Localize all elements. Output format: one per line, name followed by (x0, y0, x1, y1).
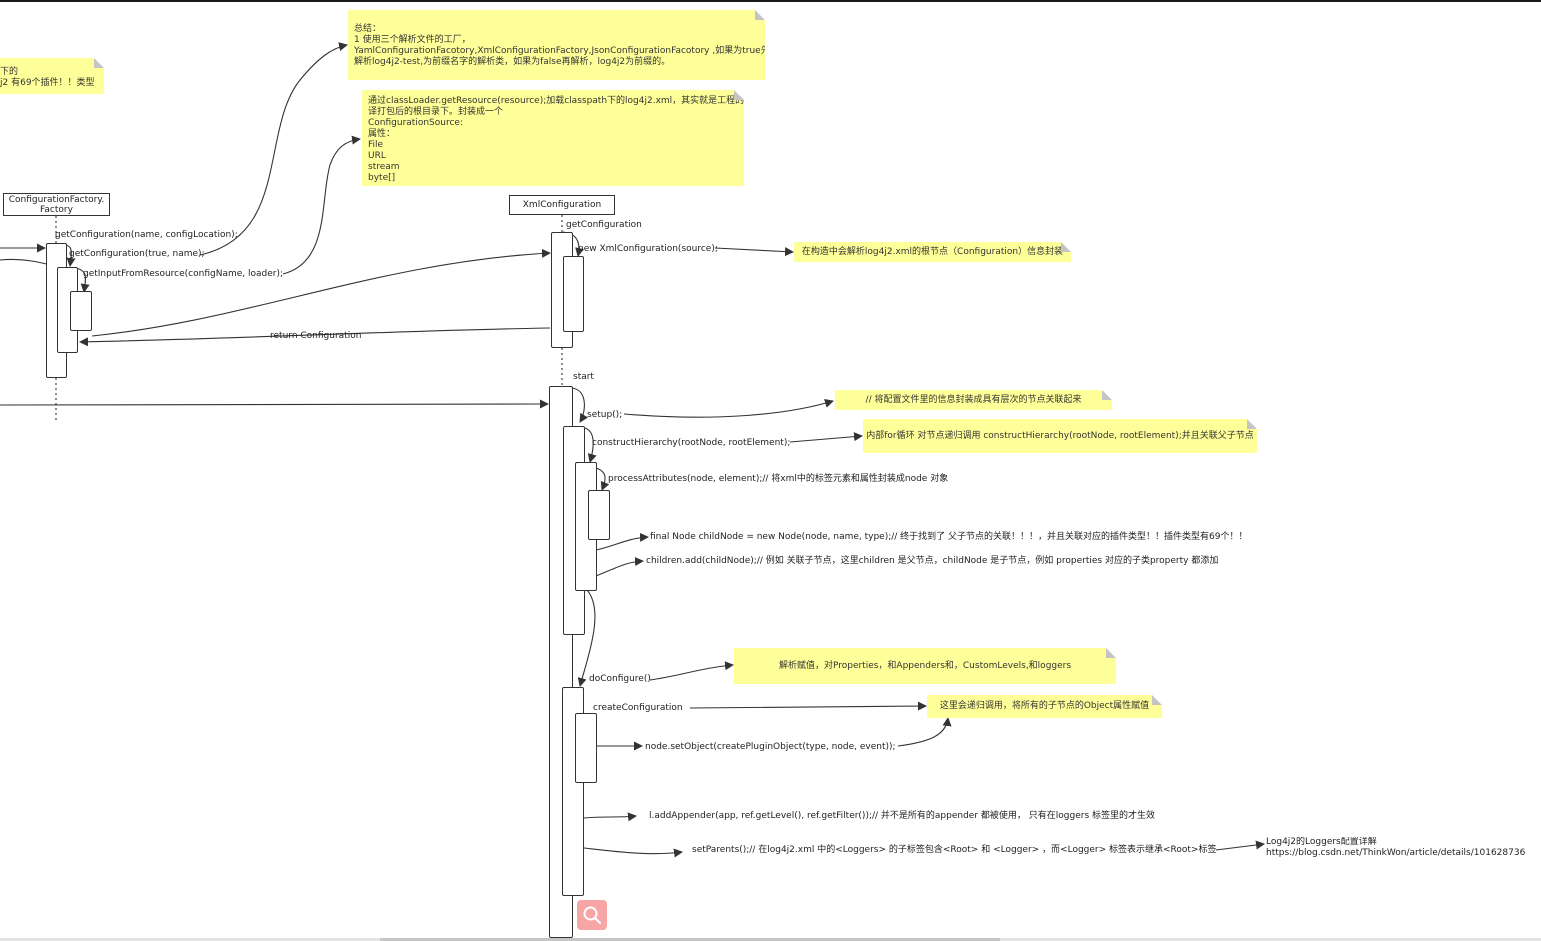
arrow-start (571, 387, 588, 423)
arrow-recursive (897, 717, 952, 747)
arrow-construct (584, 427, 597, 463)
arrow-to-recursive-note (689, 701, 927, 711)
activation-xml-new (563, 256, 584, 332)
note-line: File (368, 140, 384, 150)
arrow-to-hierarchy-note (789, 432, 863, 443)
note-recursive: 这里会递归调用，将所有的子节点的Object属性赋值 (927, 695, 1162, 718)
msg-start: start (573, 372, 594, 382)
arrow-set-parents (583, 847, 683, 858)
reference-block: Log4j2的Loggers配置详解 https://blog.csdn.net… (1266, 837, 1538, 859)
arrow-do-configure (577, 589, 596, 687)
note-xml-root: 在构造中会解析log4j2.xml的根节点（Configuration）信息封装 (794, 242, 1071, 262)
note-line: byte[] (368, 173, 396, 183)
note-line: 属性： (368, 129, 396, 139)
top-border (0, 0, 1541, 2)
note-text: 解析赋值，对Properties，和Appenders和，CustomLevel… (778, 660, 1072, 671)
arrow-return (79, 327, 551, 347)
note-text: 内部for循环 对节点递归调用 constructHierarchy(rootN… (866, 430, 1254, 441)
note-line: 总结： (354, 24, 382, 34)
note-line: URL (368, 151, 386, 161)
msg-do-configure: doConfigure() (589, 674, 651, 684)
note-line: YamlConfigurationFacotory,XmlConfigurati… (354, 46, 765, 56)
msg-construct-hierarchy: constructHierarchy(rootNode, rootElement… (592, 438, 791, 448)
note-text: 在构造中会解析log4j2.xml的根节点（Configuration）信息封装 (801, 246, 1064, 257)
msg-get-input-from-resource: getInputFromResource(configName, loader)… (83, 269, 283, 279)
note-line: j2 有69个插件！！类型 (0, 78, 95, 88)
arrow-process (595, 467, 610, 491)
arrow-add-appender (583, 812, 637, 822)
note-line: ConfigurationSource: (368, 118, 463, 128)
note-line: 通过classLoader.getResource(resource);加载cl… (368, 96, 744, 106)
msg-setup: setup(); (587, 410, 623, 420)
msg-set-parents: setParents();// 在log4j2.xml 中的<Loggers> … (692, 845, 1217, 855)
note-left-partial: 下的 j2 有69个插件！！类型 (0, 58, 104, 94)
arrow-to-configure-note (649, 661, 734, 681)
note-resource: 通过classLoader.getResource(resource);加载cl… (362, 90, 744, 186)
activation-factory-inner (70, 291, 92, 331)
msg-new-xml-configuration: new XmlConfiguration(source); (578, 244, 718, 254)
arrow-get-configuration (91, 248, 551, 337)
arrow-to-summary (199, 42, 348, 256)
note-line: 译打包后的根目录下。封装成一个 (368, 107, 504, 117)
activation-process (588, 490, 610, 540)
lifeline-head-factory[interactable]: ConfigurationFactory. Factory (3, 193, 110, 216)
msg-add-appender: l.addAppender(app, ref.getLevel(), ref.g… (649, 811, 1155, 821)
horizontal-scrollbar-thumb[interactable] (380, 938, 1000, 941)
note-line: 下的 (0, 67, 19, 77)
note-hierarchy: 内部for循环 对节点递归调用 constructHierarchy(rootN… (863, 419, 1257, 453)
search-icon (583, 906, 602, 925)
msg-child-node: final Node childNode = new Node(node, na… (650, 532, 1248, 542)
note-line: 1 使用三个解析文件的工厂， (354, 35, 471, 45)
search-button[interactable] (577, 900, 607, 930)
arrow-child-node (595, 532, 649, 551)
lifeline-head-xml-configuration[interactable]: XmlConfiguration (509, 195, 615, 215)
activation-create-configuration (575, 713, 597, 783)
note-text: // 将配置文件里的信息封装成具有层次的节点关联起来 (865, 394, 1082, 405)
arrow-to-resource (282, 135, 361, 275)
msg-create-configuration: createConfiguration (593, 703, 683, 713)
msg-process-attributes: processAttributes(node, element);// 将xml… (608, 474, 949, 484)
note-summary: 总结： 1 使用三个解析文件的工厂， YamlConfigurationFaco… (348, 10, 765, 80)
arrow-children-add (595, 556, 644, 577)
msg-return-configuration: return Configuration (270, 331, 362, 341)
msg-get-configuration-true: getConfiguration(true, name); (69, 249, 205, 259)
arrow-in-start (0, 399, 549, 409)
msg-children-add: children.add(childNode);// 例如 关联子节点，这里ch… (646, 556, 1219, 566)
msg-get-configuration: getConfiguration (566, 220, 642, 230)
arrow-to-root-note (714, 247, 794, 257)
arrow-to-setup-note (623, 399, 834, 418)
note-line: 解析log4j2-test,为前缀名字的解析类，如果为false再解析，log4… (354, 57, 671, 67)
reference-title: Log4j2的Loggers配置详解 (1266, 837, 1377, 847)
note-text: 这里会递归调用，将所有的子节点的Object属性赋值 (939, 701, 1150, 711)
reference-url[interactable]: https://blog.csdn.net/ThinkWon/article/d… (1266, 848, 1526, 858)
note-line: stream (368, 162, 400, 172)
note-setup: // 将配置文件里的信息封装成具有层次的节点关联起来 (835, 390, 1112, 410)
msg-get-configuration-location: getConfiguration(name, configLocation); (55, 230, 238, 240)
msg-set-object: node.setObject(createPluginObject(type, … (645, 742, 896, 752)
arrow-to-reference (1215, 840, 1265, 851)
note-do-configure: 解析赋值，对Properties，和Appenders和，CustomLevel… (734, 648, 1116, 684)
